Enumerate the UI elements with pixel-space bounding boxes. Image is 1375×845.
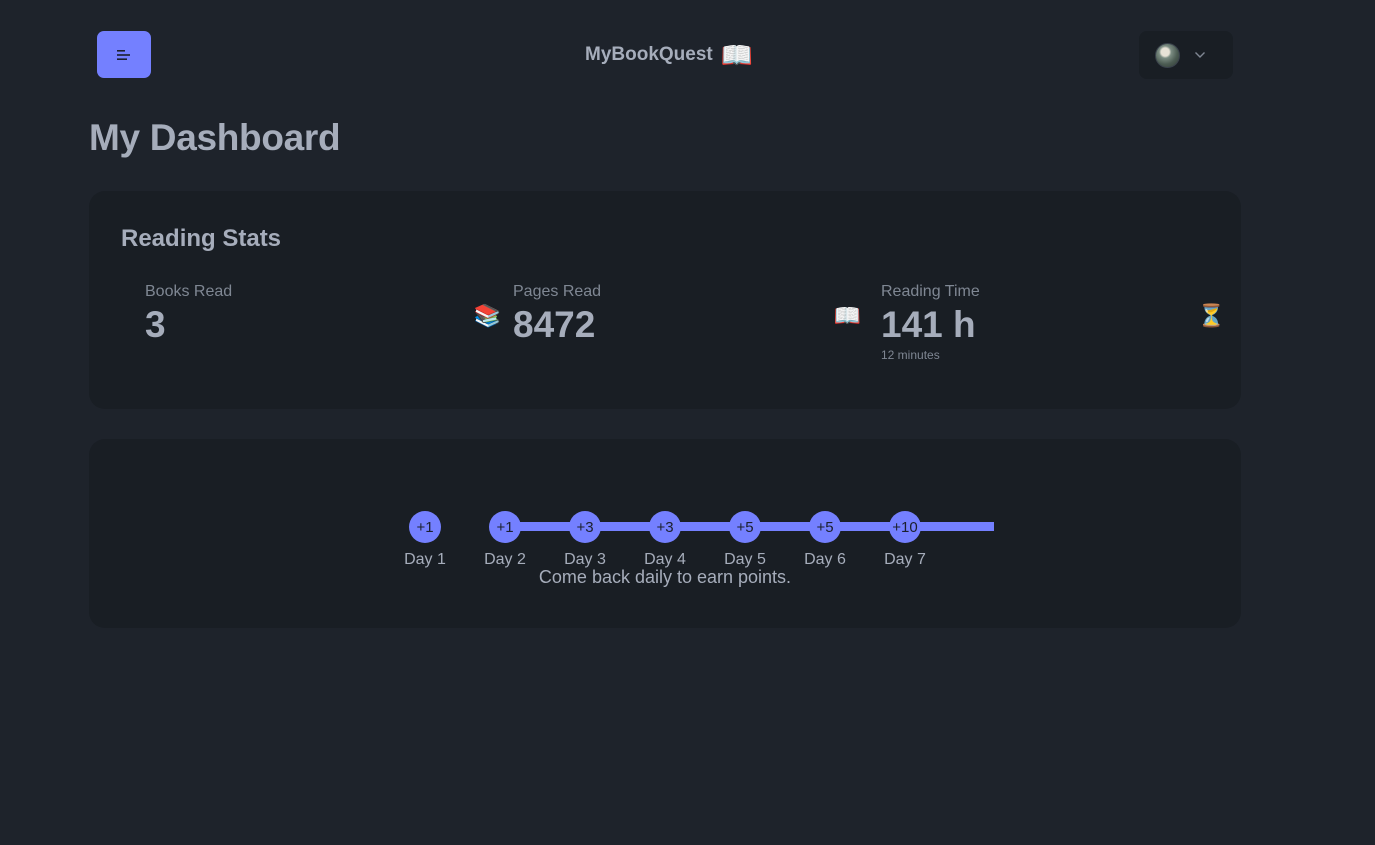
step-points: +5 [809, 511, 841, 543]
stat-desc: 12 minutes [881, 347, 940, 362]
stat-value: 141 h [881, 304, 976, 345]
stat-label: Pages Read [513, 283, 602, 300]
page-title: My Dashboard [89, 117, 341, 158]
stat-books-read: Books Read 3 📚 [145, 283, 501, 363]
open-book-icon: 📖 [833, 303, 861, 328]
streak-step: +1 Day 2 [465, 511, 545, 569]
stat-reading-time: Reading Time 141 h 12 minutes ⏳ [881, 283, 1225, 363]
step-label: Day 7 [884, 551, 926, 568]
step-label: Day 6 [804, 551, 846, 568]
step-points: +5 [729, 511, 761, 543]
open-book-icon: 📖 [720, 40, 754, 70]
step-points: +1 [409, 511, 441, 543]
step-points: +3 [569, 511, 601, 543]
brand-name: MyBookQuest [585, 44, 713, 65]
reading-stats-card: Reading Stats Books Read 3 📚 Pages Read … [89, 191, 1241, 409]
streak-step: +3 Day 3 [545, 511, 625, 569]
step-label: Day 5 [724, 551, 766, 568]
step-label: Day 2 [484, 551, 526, 568]
step-points: +1 [489, 511, 521, 543]
menu-button[interactable] [97, 31, 151, 78]
step-label: Day 4 [644, 551, 686, 568]
user-menu-button[interactable] [1139, 31, 1233, 79]
stat-pages-read: Pages Read 8472 📖 [513, 283, 861, 363]
step-points: +3 [649, 511, 681, 543]
streak-steps: +1 Day 1 +1 Day 2 +3 Day 3 +3 Day 4 +5 D… [89, 475, 1241, 568]
step-label: Day 1 [404, 551, 446, 568]
streak-step: +10 Day 7 [865, 511, 945, 569]
menu-icon [117, 49, 130, 60]
chevron-down-icon [1195, 52, 1205, 58]
step-label: Day 3 [564, 551, 606, 568]
books-icon: 📚 [473, 303, 501, 328]
streak-step: +5 Day 6 [785, 511, 865, 569]
step-points: +10 [889, 511, 921, 543]
daily-streak-card: +1 Day 1 +1 Day 2 +3 Day 3 +3 Day 4 +5 D… [89, 439, 1241, 628]
avatar [1155, 42, 1180, 68]
streak-note: Come back daily to earn points. [538, 567, 792, 587]
reading-stats-heading: Reading Stats [121, 225, 282, 252]
hourglass-icon: ⏳ [1197, 303, 1225, 328]
brand-link[interactable]: MyBookQuest 📖 [585, 38, 753, 72]
stat-label: Books Read [145, 283, 233, 300]
stat-value: 8472 [513, 304, 596, 345]
stat-value: 3 [145, 304, 166, 345]
stat-label: Reading Time [881, 283, 980, 300]
streak-step: +3 Day 4 [625, 511, 705, 569]
streak-step: +1 Day 1 [385, 511, 465, 569]
streak-step: +5 Day 5 [705, 511, 785, 569]
